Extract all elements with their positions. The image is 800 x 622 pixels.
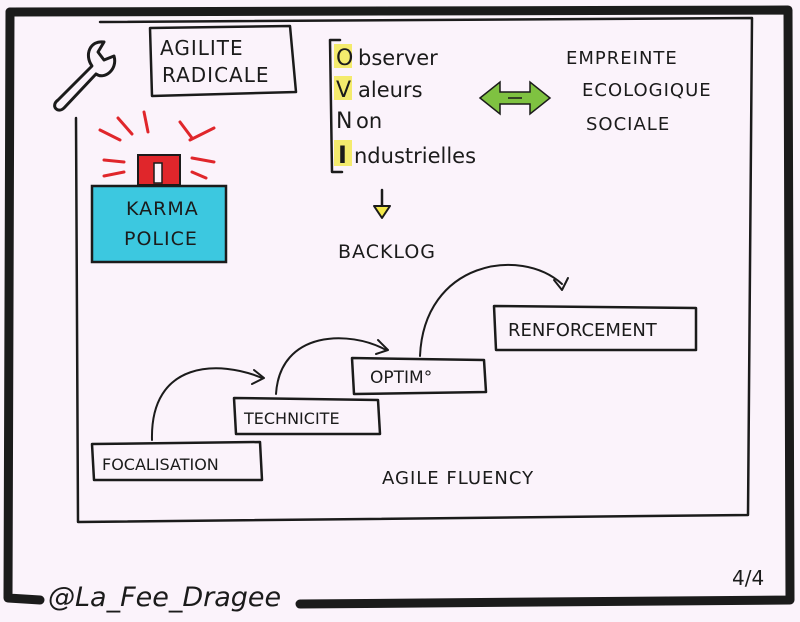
wrench-icon [53, 40, 117, 112]
ovni-rest-v: aleurs [358, 78, 423, 102]
karma-police-box: KARMA POLICE [90, 184, 228, 264]
title-line1: AGILITE [160, 36, 244, 60]
step-renforcement: RENFORCEMENT [508, 320, 658, 341]
step-focalisation: FOCALISATION [102, 455, 219, 474]
inner-frame [74, 16, 754, 524]
ovni-highlight-o [334, 44, 352, 68]
ovni-letter-i: I [338, 141, 347, 169]
title-box: AGILITE RADICALE [148, 24, 298, 98]
ovni-rest-i: ndustrielles [354, 144, 476, 168]
ovni-highlight-v [334, 76, 352, 100]
karma-line1: KARMA [126, 198, 199, 220]
outer-frame-left [3, 7, 45, 605]
outer-frame [5, 5, 795, 609]
ovni-rest-o: bserver [358, 46, 438, 70]
page-number: 4/4 [732, 566, 764, 590]
karma-line2: POLICE [124, 228, 198, 250]
ovni-letter-n: N [336, 109, 352, 134]
ovni-letter-v: V [336, 78, 351, 103]
agile-fluency-label: AGILE FLUENCY [382, 468, 534, 489]
ovni-letter-o: O [336, 46, 353, 71]
backlog-label: BACKLOG [338, 241, 436, 263]
siren-icon [98, 110, 216, 186]
step-technicite: TECHNICITE [243, 409, 340, 428]
impact-line2: ECOLOGIQUE [582, 80, 712, 101]
impact-line3: SOCIALE [586, 114, 670, 135]
fluency-steps: FOCALISATION TECHNICITE OPTIM° RENFORCEM… [90, 263, 698, 482]
impact-block: EMPREINTE ECOLOGIQUE SOCIALE [566, 48, 712, 135]
ovni-highlight-i [334, 140, 352, 166]
step-optim: OPTIM° [370, 368, 432, 388]
double-arrow-icon [478, 80, 552, 116]
ovni-rest-n: on [356, 109, 382, 133]
signature: @La_Fee_Dragee [48, 582, 281, 613]
down-arrow-icon [373, 188, 391, 219]
title-line2: RADICALE [162, 63, 270, 87]
impact-line1: EMPREINTE [566, 48, 678, 69]
ovni-acronym: O bserver V aleurs N on I ndustrielles [328, 38, 476, 174]
